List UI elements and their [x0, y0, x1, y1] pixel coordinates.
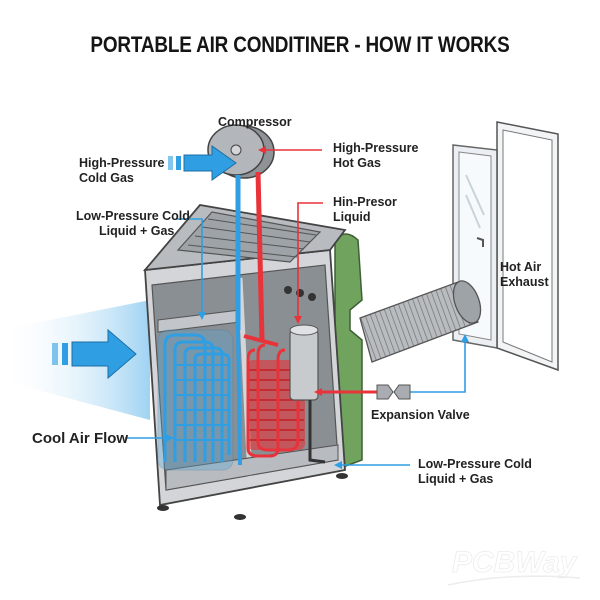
window-handle-icon [476, 237, 484, 247]
diagram-title: PORTABLE AIR CONDITINER - HOW IT WORKS [90, 32, 510, 57]
evaporator-coil [157, 329, 234, 471]
label-high-pressure-cold-gas-1: High-Pressure [79, 156, 164, 170]
label-high-pressure-hot-gas-2: Hot Gas [333, 156, 381, 170]
label-low-pressure-bottom-2: Liquid + Gas [418, 472, 493, 486]
label-compressor: Compressor [218, 115, 292, 129]
label-low-pressure-top-2: Liquid + Gas [99, 224, 174, 238]
expansion-valve-icon [376, 384, 411, 400]
label-hot-air-exhaust-1: Hot Air [500, 260, 541, 274]
label-high-pressure-cold-gas-2: Cold Gas [79, 171, 134, 185]
label-expansion-valve: Expansion Valve [371, 408, 470, 422]
leader-hin-presor [297, 202, 323, 318]
leader-valve-window [410, 340, 466, 393]
cool-air-arrow [52, 328, 137, 380]
hot-pipe [255, 171, 265, 341]
label-hin-presor-1: Hin-Presor [333, 195, 397, 209]
label-cool-air-flow: Cool Air Flow [32, 430, 128, 447]
window [452, 121, 559, 372]
condenser-coil [246, 324, 326, 464]
label-low-pressure-bottom-1: Low-Pressure Cold [418, 457, 532, 471]
exhaust-hose [359, 280, 482, 363]
cold-gas-arrow [168, 145, 237, 181]
leader-low-pressure-top [177, 218, 203, 314]
label-hot-air-exhaust-2: Exhaust [500, 275, 549, 289]
label-hin-presor-2: Liquid [333, 210, 371, 224]
watermark-logo: PCBWay [452, 546, 578, 579]
label-high-pressure-hot-gas-1: High-Pressure [333, 141, 418, 155]
label-low-pressure-top-1: Low-Pressure Cold [76, 209, 190, 223]
